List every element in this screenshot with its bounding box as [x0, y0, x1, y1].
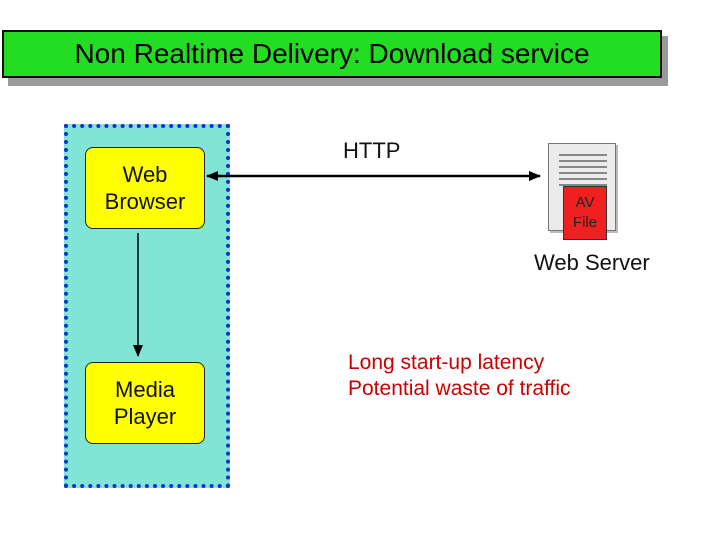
note-traffic-waste: Potential waste of traffic: [348, 377, 571, 400]
note-latency: Long start-up latency: [348, 351, 545, 374]
web-browser-label-line2: Browser: [104, 189, 186, 214]
av-file-box: AV File: [563, 186, 607, 240]
media-player-label-line2: Player: [113, 404, 177, 429]
web-browser-box: Web Browser: [85, 147, 205, 229]
drawbacks-notes: Long start-up latency Potential waste of…: [348, 350, 571, 402]
http-label: HTTP: [343, 138, 401, 163]
av-file-label-line2: File: [572, 214, 598, 231]
media-player-box: Media Player: [85, 362, 205, 444]
media-player-label-line1: Media: [115, 377, 175, 402]
slide-title: Non Realtime Delivery: Download service: [2, 30, 662, 78]
web-browser-label-line1: Web: [122, 162, 168, 187]
web-server-label: Web Server: [534, 250, 650, 275]
av-file-label-line1: AV: [575, 194, 595, 211]
slide-title-text: Non Realtime Delivery: Download service: [74, 38, 590, 69]
